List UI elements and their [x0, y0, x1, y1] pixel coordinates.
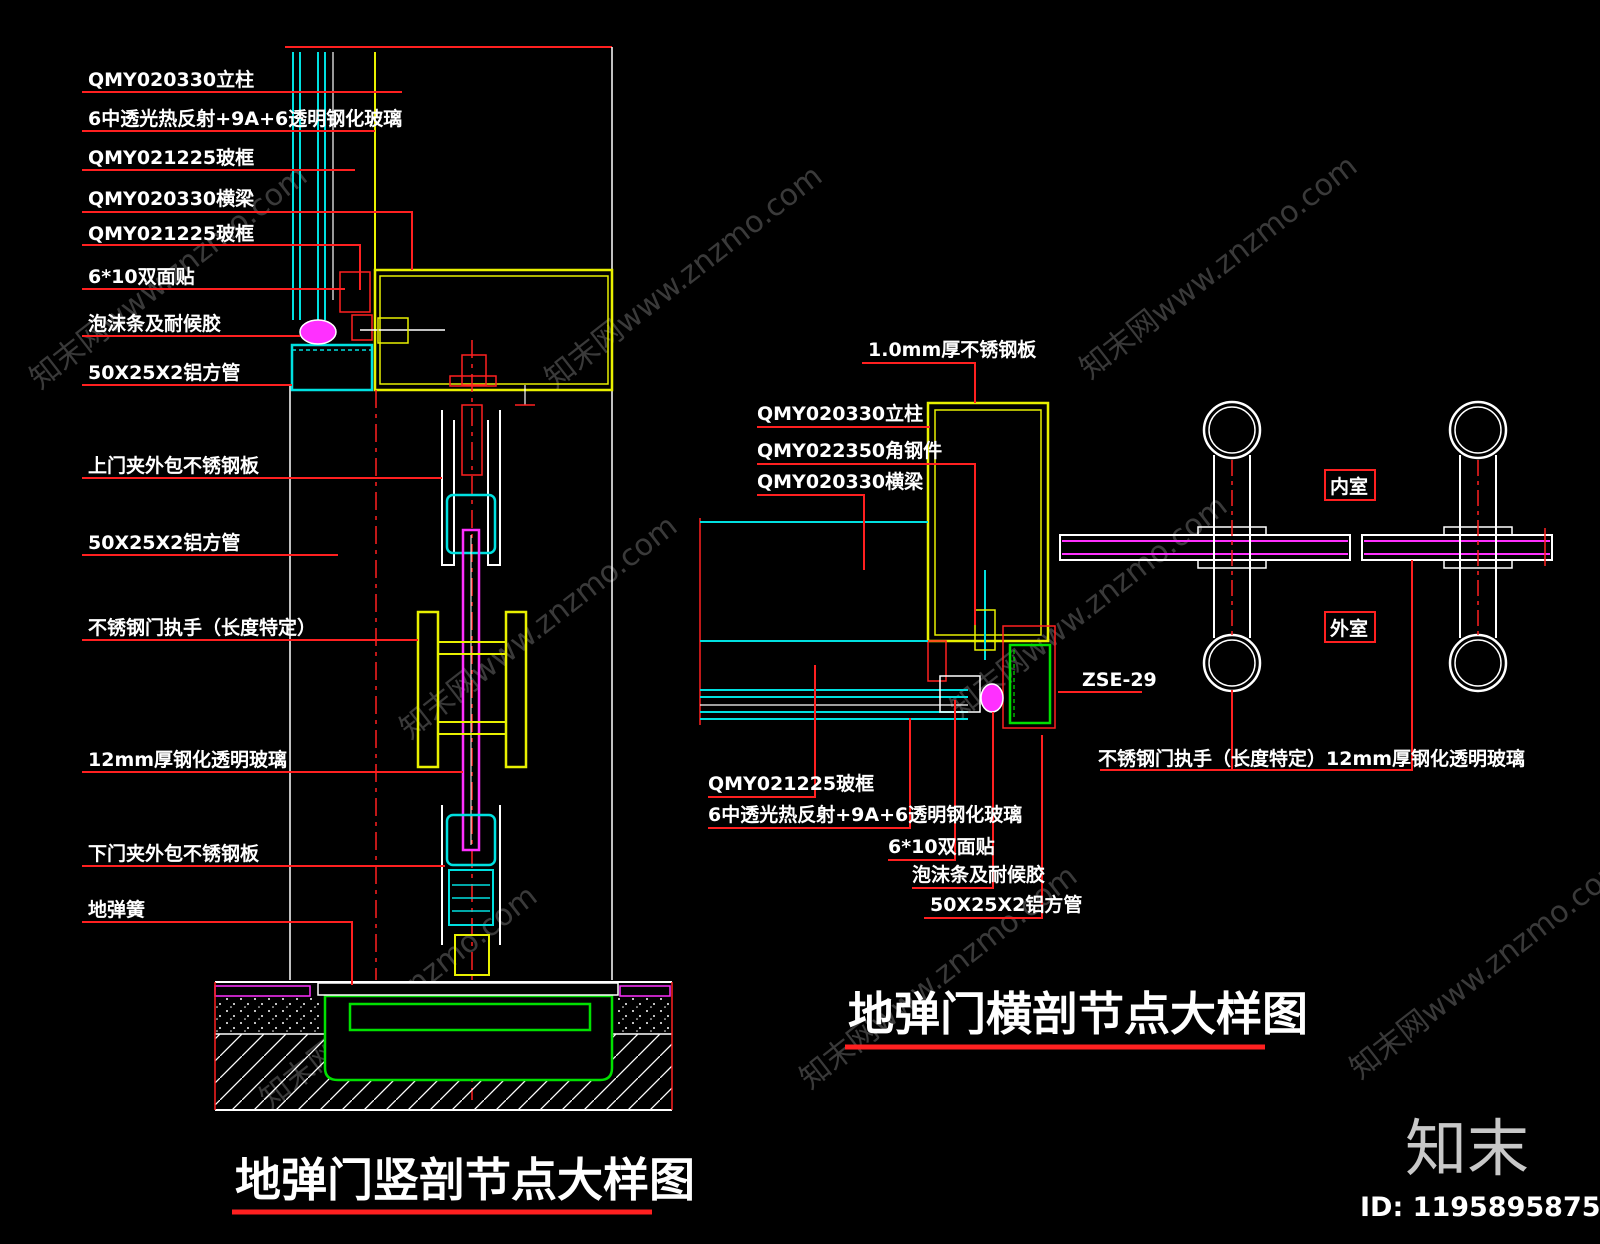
inner-room-box: [1324, 469, 1376, 501]
label-glass-frame-h: QMY021225玻框: [708, 772, 874, 795]
brand-logo: 知末: [1405, 1112, 1529, 1185]
horizontal-section: [699, 401, 1056, 729]
label-transom-h: QMY020330横梁: [757, 470, 924, 493]
label-double-sided-tape: 6*10双面贴: [88, 266, 195, 288]
label-stainless-plate: 1.0mm厚不锈钢板: [868, 338, 1037, 361]
label-door-handle: 不锈钢门执手（长度特定）: [88, 616, 316, 639]
horizontal-section-labels: 1.0mm厚不锈钢板 QMY020330立柱 QMY022350角钢件 QMY0…: [708, 338, 1157, 916]
label-tempered-glass: 12mm厚钢化透明玻璃: [88, 748, 287, 771]
horizontal-section-title: 地弹门横剖节点大样图: [848, 987, 1308, 1041]
label-aluminum-tube: 50X25X2铝方管: [88, 361, 240, 384]
label-foam-sealant: 泡沫条及耐候胶: [88, 312, 221, 335]
label-aluminum-tube-2: 50X25X2铝方管: [88, 531, 240, 554]
label-floor-spring: 地弹簧: [88, 898, 145, 921]
watermark-text: 知末网www.znzmo.com: [1343, 848, 1600, 1086]
label-transom: QMY020330横梁: [88, 187, 255, 210]
label-angle-steel: QMY022350角钢件: [757, 439, 942, 462]
watermark-text: 知末网www.znzmo.com: [538, 158, 829, 396]
vertical-section-labels: QMY020330立柱 6中透光热反射+9A+6透明钢化玻璃 QMY021225…: [88, 68, 402, 921]
label-aluminum-tube-h: 50X25X2铝方管: [930, 893, 1082, 916]
label-top-clamp: 上门夹外包不锈钢板: [88, 454, 260, 477]
label-inner-room: 内室: [1330, 475, 1368, 498]
outer-room-box: [1324, 611, 1376, 643]
handle-plan: [1059, 400, 1553, 771]
label-handle-plan-caption: 不锈钢门执手（长度特定）12mm厚钢化透明玻璃: [1098, 747, 1525, 770]
label-glass-frame-2: QMY021225玻框: [88, 222, 254, 245]
vertical-section-leaders: [82, 91, 463, 985]
vertical-section: [214, 46, 673, 1111]
label-bottom-clamp: 下门夹外包不锈钢板: [88, 842, 260, 865]
label-insulated-glass: 6中透光热反射+9A+6透明钢化玻璃: [88, 107, 402, 130]
horizontal-section-leaders: [708, 362, 1142, 919]
label-double-tape-h: 6*10双面贴: [888, 836, 995, 858]
label-mullion-h: QMY020330立柱: [757, 402, 923, 425]
label-mullion: QMY020330立柱: [88, 68, 254, 91]
watermark-text: 知末网www.znzmo.com: [1073, 148, 1364, 386]
label-zse29: ZSE-29: [1082, 669, 1157, 691]
vertical-section-title: 地弹门竖剖节点大样图: [235, 1153, 695, 1207]
image-id: ID: 1195895875: [1360, 1192, 1600, 1223]
label-foam-sealant-h: 泡沫条及耐候胶: [912, 863, 1045, 886]
label-outer-room: 外室: [1330, 617, 1368, 640]
label-insulated-glass-h: 6中透光热反射+9A+6透明钢化玻璃: [708, 803, 1022, 826]
label-glass-frame: QMY021225玻框: [88, 146, 254, 169]
